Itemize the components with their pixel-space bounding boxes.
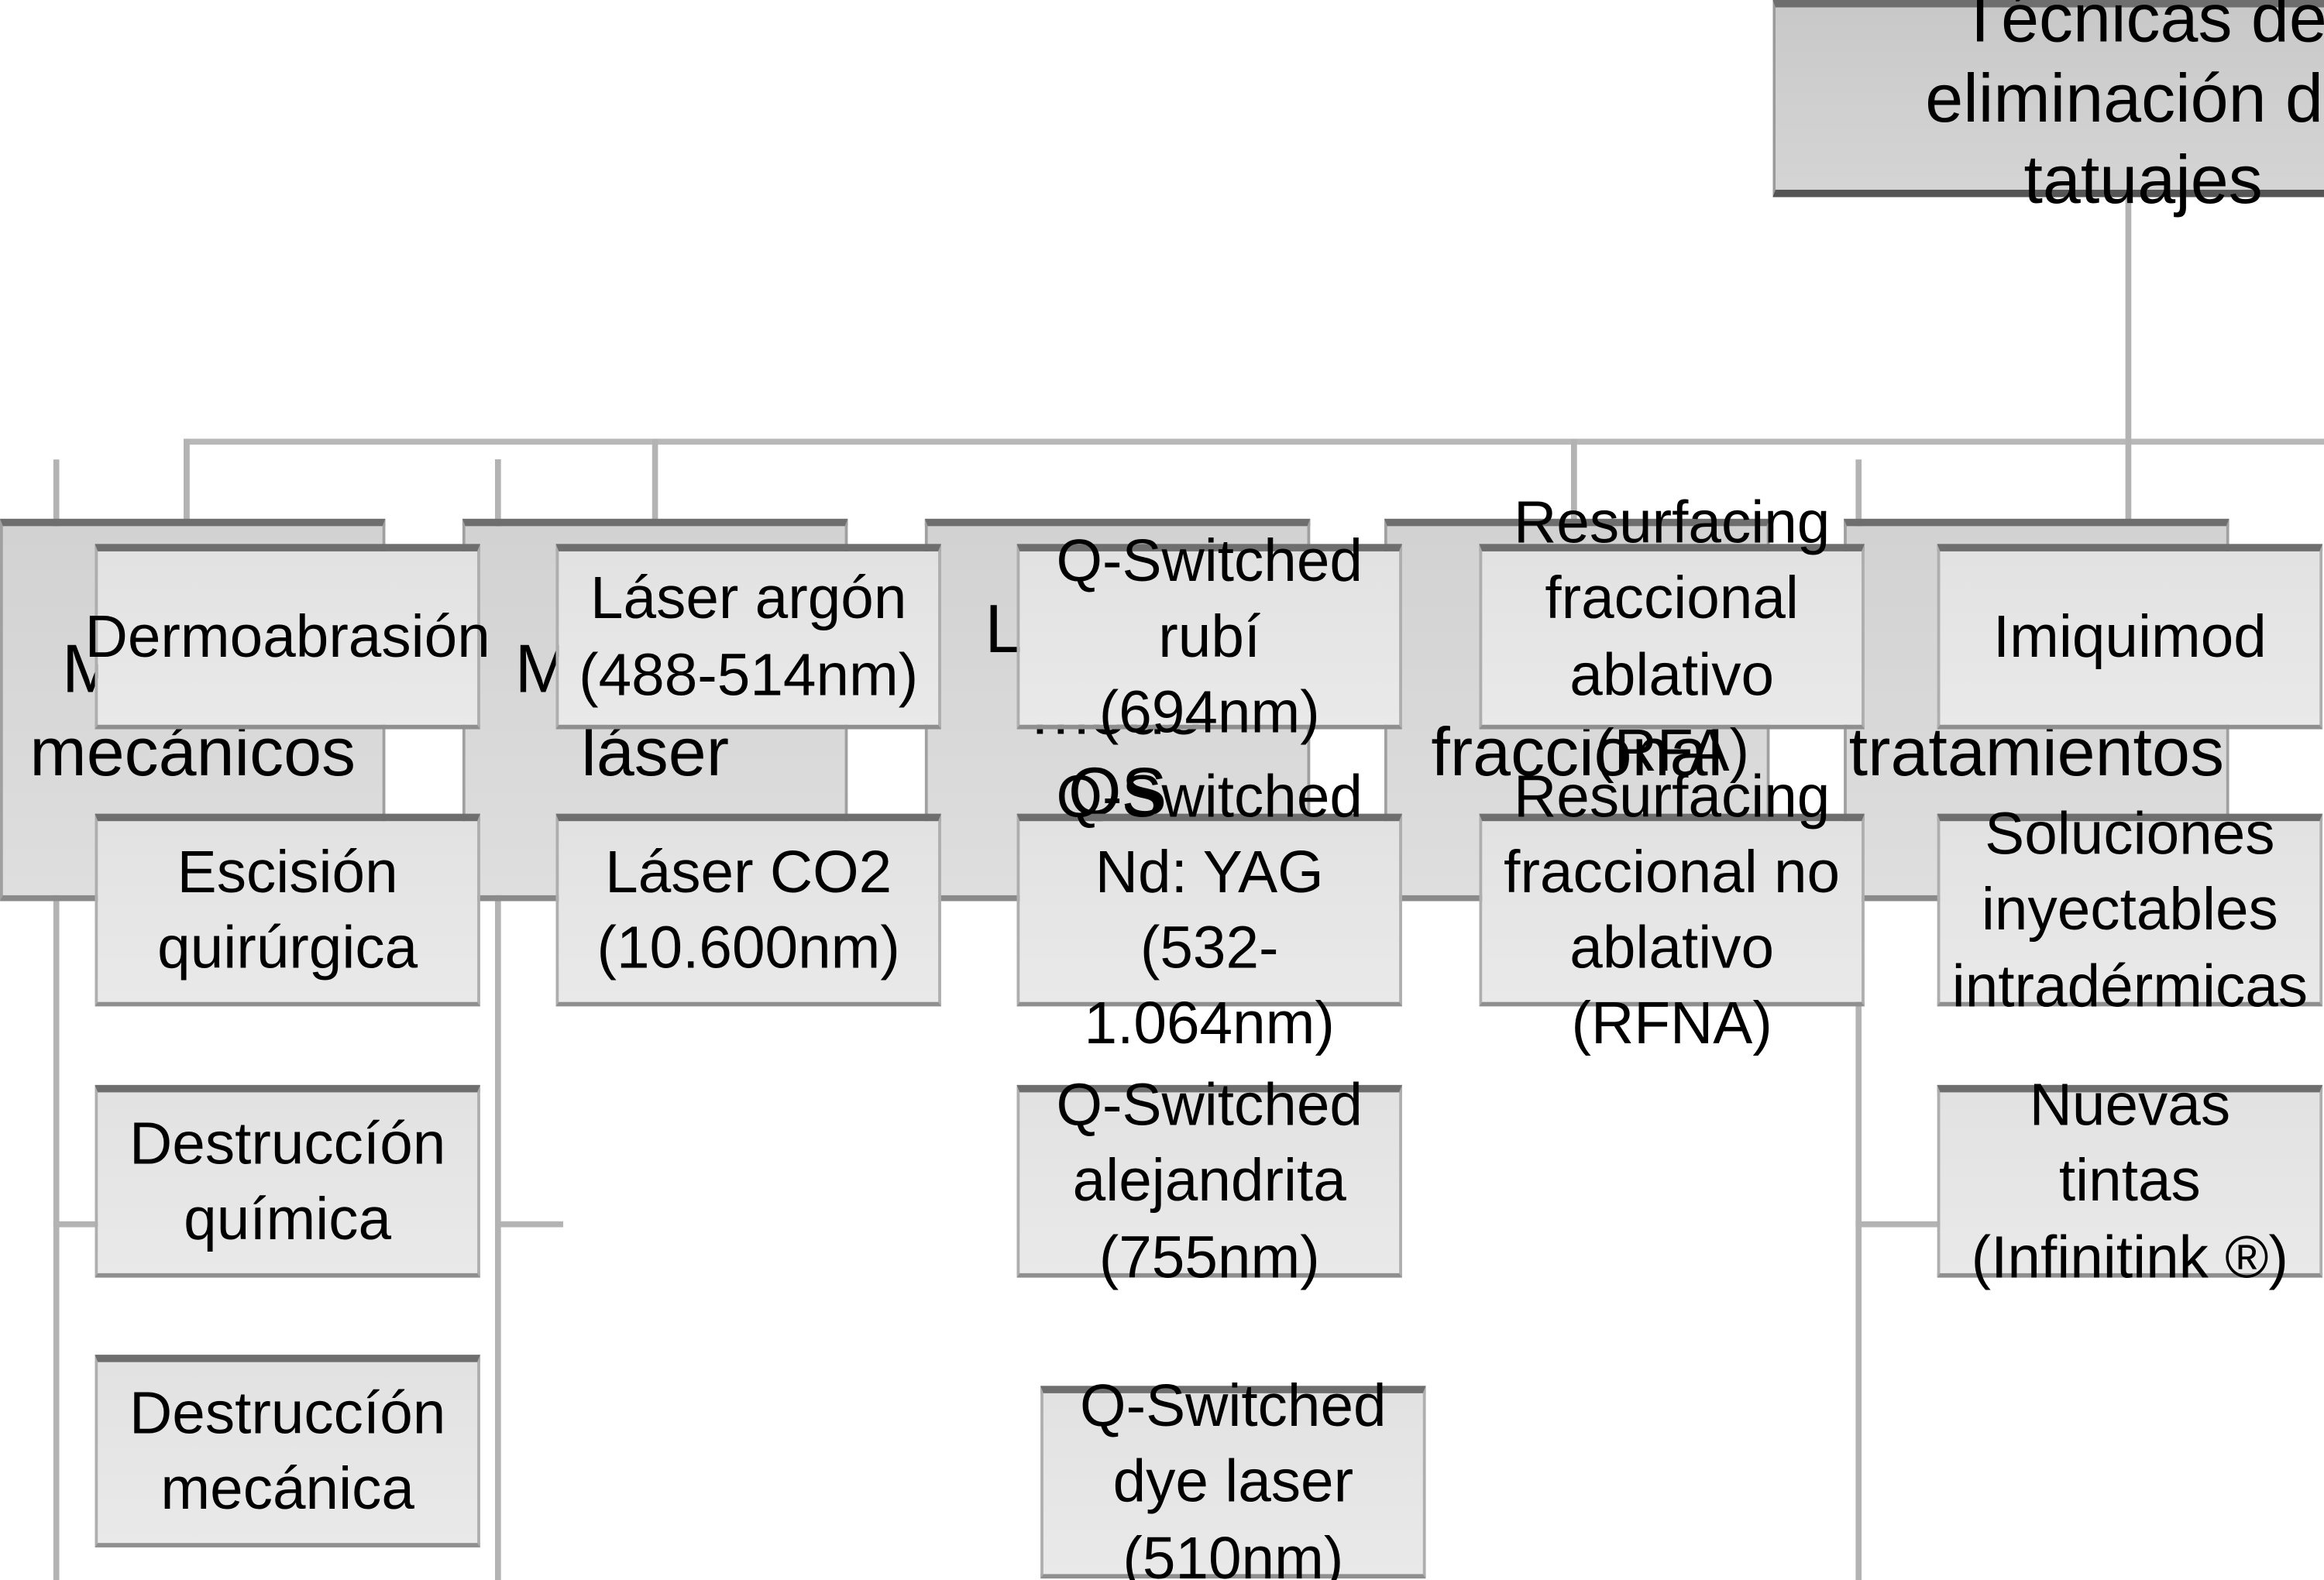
node-leaf-destruccion-mecanica[interactable]: Destruccíón mecánica xyxy=(95,1355,480,1547)
node-root[interactable]: Técnicas de eliminación de tatuajes xyxy=(1772,0,2324,218)
node-leaf-destruccion-mecanica-label: Destruccíón mecánica xyxy=(129,1381,446,1523)
connector-stub-2-1 xyxy=(495,1221,564,1228)
connector-root-stem xyxy=(2125,192,2132,442)
node-leaf-qs-rubi[interactable]: Q-Switched rubí (694nm) xyxy=(1016,529,1402,746)
node-leaf-qs-ndyag-label: Q-Switched Nd: YAG (532-1.064nm) xyxy=(1056,764,1363,1057)
connector-drop-branch-2 xyxy=(651,438,658,522)
connector-root-bus xyxy=(184,438,2324,445)
node-leaf-rfa-label: Resurfacing fraccional ablativo (RFA) xyxy=(1513,490,1831,784)
node-root-label: Técnicas de eliminación de tatuajes xyxy=(1925,0,2324,218)
node-leaf-imiquimod[interactable]: Imiquimod xyxy=(1937,544,2323,730)
node-leaf-laser-argon[interactable]: Láser argón (488-514nm) xyxy=(555,544,941,730)
node-leaf-escision-quirurgica[interactable]: Escisión quirúrgica xyxy=(95,813,480,1007)
connector-spine-branch-1 xyxy=(53,459,60,1580)
node-leaf-imiquimod-label: Imiquimod xyxy=(1992,604,2267,670)
connector-drop-branch-3 xyxy=(2125,438,2132,522)
node-leaf-laser-co2-label: Láser CO2 (10.600nm) xyxy=(596,840,900,981)
node-leaf-soluciones-inyectables-label: Soluciones inyectables intradérmicas xyxy=(1951,802,2309,1019)
node-leaf-rfna-label: Resurfacing fraccional no ablativo (RFNA… xyxy=(1504,764,1841,1057)
node-leaf-soluciones-inyectables[interactable]: Soluciones inyectables intradérmicas xyxy=(1937,802,2323,1019)
node-leaf-qs-rubi-label: Q-Switched rubí (694nm) xyxy=(1056,528,1363,746)
node-leaf-destruccion-quimica[interactable]: Destruccíón química xyxy=(95,1084,480,1278)
node-leaf-dermoabrasion-label: Dermoabrasión xyxy=(84,604,490,670)
node-leaf-rfna[interactable]: Resurfacing fraccional no ablativo (RFNA… xyxy=(1479,764,1865,1057)
connector-drop-branch-1 xyxy=(184,438,190,522)
connector-stub-3-1 xyxy=(1855,1221,1951,1228)
node-leaf-rfa[interactable]: Resurfacing fraccional ablativo (RFA) xyxy=(1479,491,1865,784)
connector-drop-branch-4 xyxy=(1571,438,1577,522)
node-leaf-qs-dye-laser-label: Q-Switched dye laser (510nm) xyxy=(1080,1374,1387,1580)
node-leaf-nuevas-tintas[interactable]: Nuevas tintas (Infinitink ®) xyxy=(1937,1073,2323,1290)
node-leaf-qs-dye-laser[interactable]: Q-Switched dye laser (510nm) xyxy=(1040,1374,1426,1580)
node-leaf-nuevas-tintas-label: Nuevas tintas (Infinitink ®) xyxy=(1971,1073,2289,1291)
node-leaf-dermoabrasion[interactable]: Dermoabrasión xyxy=(85,544,490,730)
node-leaf-escision-quirurgica-label: Escisión quirúrgica xyxy=(157,840,418,981)
connector-spine-branch-2 xyxy=(495,459,501,1580)
node-leaf-destruccion-quimica-label: Destruccíón química xyxy=(129,1111,446,1253)
node-leaf-qs-alejandrita-label: Q-Switched alejandrita (755nm) xyxy=(1056,1073,1363,1291)
node-leaf-laser-co2[interactable]: Láser CO2 (10.600nm) xyxy=(555,813,941,1007)
node-leaf-qs-ndyag[interactable]: Q-Switched Nd: YAG (532-1.064nm) xyxy=(1016,764,1402,1057)
connector-spine-branch-3 xyxy=(1855,459,1862,1580)
node-leaf-laser-argon-label: Láser argón (488-514nm) xyxy=(579,566,919,708)
node-leaf-qs-alejandrita[interactable]: Q-Switched alejandrita (755nm) xyxy=(1016,1073,1402,1290)
